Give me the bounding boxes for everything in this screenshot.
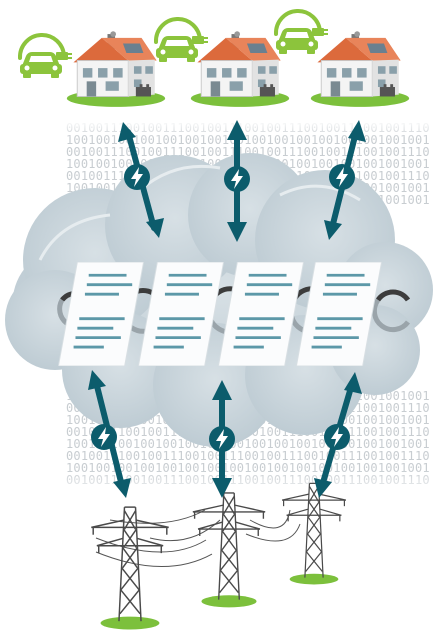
lightning-icon	[324, 424, 350, 450]
binary-text-line: 0010011100100111001001110010011100100111…	[66, 145, 430, 159]
houses	[66, 30, 410, 108]
lightning-icon	[209, 426, 235, 452]
chain-link-icon	[375, 289, 411, 302]
electric-car-icon	[17, 32, 72, 78]
power-pylon-icon	[192, 492, 266, 609]
lightning-icon	[224, 166, 250, 192]
binary-text-line: 0010011100100111001001110010011100100111…	[66, 449, 430, 463]
fade-top	[0, 120, 435, 138]
lightning-icon	[329, 164, 355, 190]
house-icon	[310, 30, 410, 108]
lightning-icon	[91, 424, 117, 450]
electric-cars	[17, 8, 328, 78]
power-lines	[95, 509, 301, 567]
electric-car-icon	[273, 8, 328, 54]
pylons	[90, 482, 347, 631]
lightning-icon	[124, 164, 150, 190]
power-pylon-icon	[90, 506, 170, 631]
house-icon	[66, 30, 166, 108]
electric-car-icon	[153, 16, 208, 62]
